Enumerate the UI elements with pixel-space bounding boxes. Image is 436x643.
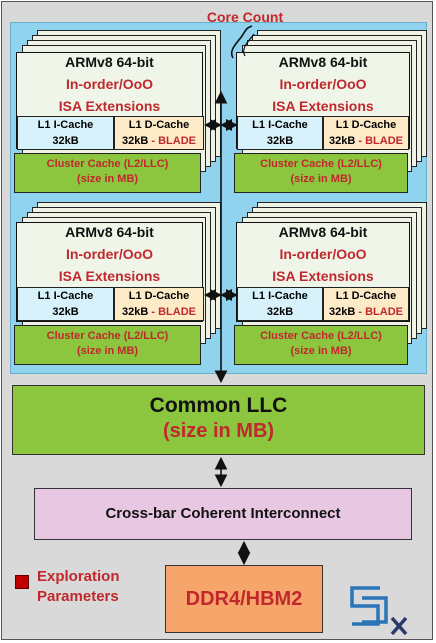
dcache-size: 32kB bbox=[122, 306, 149, 318]
core-order: In-order/OoO bbox=[279, 246, 367, 262]
icache-size: 32kB bbox=[266, 306, 294, 318]
legend-label: Exploration Parameters bbox=[37, 567, 120, 607]
icache-name: L1 I-Cache bbox=[252, 119, 308, 131]
memory-block: DDR4/HBM2 bbox=[165, 565, 323, 633]
gsx-logo-icon bbox=[350, 586, 408, 636]
cluster-cache-title: Cluster Cache (L2/LLC) bbox=[260, 330, 382, 342]
legend-line2: Parameters bbox=[37, 588, 119, 605]
core-isa: ISA Extensions bbox=[58, 268, 161, 284]
dcache-policy: BLADE bbox=[158, 135, 196, 147]
icache-size: 32kB bbox=[52, 135, 79, 147]
cluster-cache-size: (size in MB) bbox=[76, 345, 139, 357]
dcache-size-line: 32kB - BLADE bbox=[324, 304, 408, 320]
dcache-sep: - bbox=[355, 306, 366, 318]
core-arch: ARMv8 64-bit bbox=[65, 224, 154, 240]
icache-size: 32kB bbox=[266, 135, 294, 147]
l1-icache: L1 I-Cache 32kB bbox=[17, 287, 114, 321]
l1-icache: L1 I-Cache 32kB bbox=[237, 116, 323, 150]
common-llc-size: (size in MB) bbox=[162, 420, 275, 442]
core-order: In-order/OoO bbox=[65, 76, 154, 92]
dcache-sep: - bbox=[148, 135, 159, 147]
dcache-size: 32kB bbox=[329, 135, 356, 147]
core-isa: ISA Extensions bbox=[58, 98, 161, 114]
dcache-size: 32kB bbox=[122, 135, 149, 147]
core-count-brace-2 bbox=[243, 33, 255, 57]
dcache-policy: BLADE bbox=[365, 306, 403, 318]
crossbar-interconnect: Cross-bar Coherent Interconnect bbox=[34, 488, 412, 540]
l1-dcache: L1 D-Cache 32kB - BLADE bbox=[323, 287, 409, 321]
icache-name: L1 I-Cache bbox=[37, 290, 94, 302]
cluster-cache-title: Cluster Cache (L2/LLC) bbox=[46, 330, 169, 342]
common-llc-title: Common LLC bbox=[149, 394, 288, 417]
core-order: In-order/OoO bbox=[65, 246, 154, 262]
dcache-name: L1 D-Cache bbox=[128, 290, 190, 302]
l1-dcache: L1 D-Cache 32kB - BLADE bbox=[114, 287, 204, 321]
cluster-cache-title: Cluster Cache (L2/LLC) bbox=[46, 158, 169, 170]
cluster-cache-size: (size in MB) bbox=[290, 345, 352, 357]
cluster-cache: Cluster Cache (L2/LLC) (size in MB) bbox=[234, 153, 408, 193]
core-arch: ARMv8 64-bit bbox=[65, 54, 154, 70]
core-count-brace bbox=[230, 25, 253, 59]
icache-name: L1 I-Cache bbox=[37, 119, 94, 131]
core-block: ARMv8 64-bit In-order/OoO ISA Extensions… bbox=[236, 222, 410, 322]
icache-size: 32kB bbox=[52, 306, 79, 318]
cluster-cache-size: (size in MB) bbox=[290, 173, 352, 185]
core-count-label: Core Count bbox=[206, 9, 284, 25]
dcache-size-line: 32kB - BLADE bbox=[115, 133, 203, 149]
core-arch: ARMv8 64-bit bbox=[278, 224, 368, 240]
core-block: ARMv8 64-bit In-order/OoO ISA Extensions… bbox=[16, 52, 204, 150]
cluster-cache: Cluster Cache (L2/LLC) (size in MB) bbox=[234, 325, 408, 365]
legend-swatch bbox=[15, 575, 29, 589]
core-order: In-order/OoO bbox=[279, 76, 367, 92]
dcache-policy: BLADE bbox=[365, 135, 403, 147]
dcache-name: L1 D-Cache bbox=[335, 290, 397, 302]
l1-dcache: L1 D-Cache 32kB - BLADE bbox=[323, 116, 409, 150]
core-block: ARMv8 64-bit In-order/OoO ISA Extensions… bbox=[16, 222, 204, 322]
l1-icache: L1 I-Cache 32kB bbox=[17, 116, 114, 150]
cluster-cache-title: Cluster Cache (L2/LLC) bbox=[260, 158, 382, 170]
core-isa: ISA Extensions bbox=[272, 268, 374, 284]
dcache-name: L1 D-Cache bbox=[128, 119, 190, 131]
dcache-sep: - bbox=[355, 135, 366, 147]
l1-dcache: L1 D-Cache 32kB - BLADE bbox=[114, 116, 204, 150]
legend-line1: Exploration bbox=[37, 568, 120, 585]
cluster-cache-size: (size in MB) bbox=[76, 173, 139, 185]
l1-icache: L1 I-Cache 32kB bbox=[237, 287, 323, 321]
core-arch: ARMv8 64-bit bbox=[278, 54, 368, 70]
dcache-name: L1 D-Cache bbox=[335, 119, 397, 131]
icache-name: L1 I-Cache bbox=[252, 290, 308, 302]
dcache-size-line: 32kB - BLADE bbox=[115, 304, 203, 320]
dcache-sep: - bbox=[148, 306, 159, 318]
dcache-size: 32kB bbox=[329, 306, 356, 318]
core-isa: ISA Extensions bbox=[272, 98, 374, 114]
core-block: ARMv8 64-bit In-order/OoO ISA Extensions… bbox=[236, 52, 410, 150]
common-llc: Common LLC (size in MB) bbox=[12, 385, 425, 455]
dcache-policy: BLADE bbox=[158, 306, 196, 318]
dcache-size-line: 32kB - BLADE bbox=[324, 133, 408, 149]
cluster-cache: Cluster Cache (L2/LLC) (size in MB) bbox=[14, 325, 201, 365]
cluster-cache: Cluster Cache (L2/LLC) (size in MB) bbox=[14, 153, 201, 193]
